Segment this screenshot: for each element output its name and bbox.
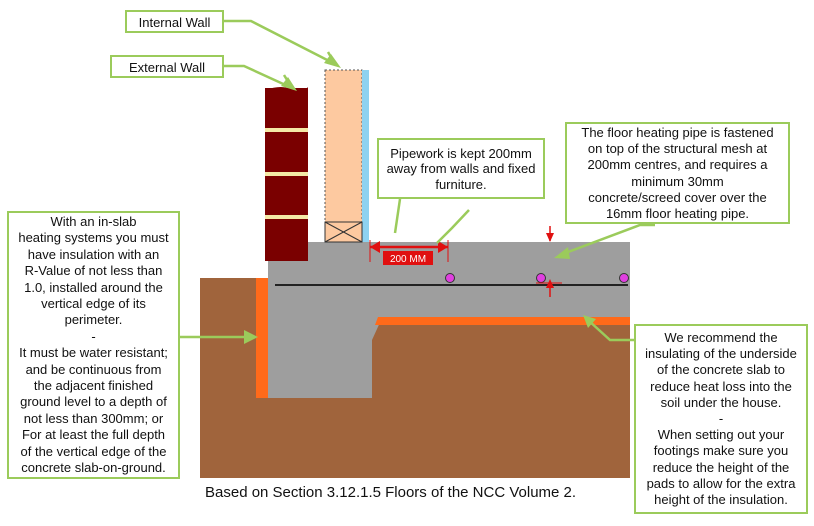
- leader-hook: [282, 74, 294, 89]
- mortar-joint: [265, 215, 308, 219]
- leader-hook: [326, 51, 337, 65]
- bottom-plate-cross: [324, 221, 363, 243]
- underside-insulation-callout: We recommend the insulating of the under…: [634, 324, 808, 514]
- underside-insulation: [382, 317, 630, 325]
- edge-insulation: [256, 278, 268, 398]
- dimension-label-bg: [383, 251, 433, 265]
- dimension-label: 200 MM: [390, 254, 426, 265]
- mortar-joint: [265, 172, 308, 176]
- internal-wall-stud: [324, 69, 363, 243]
- leader-lines: [180, 19, 655, 342]
- underside-insulation-edge: [375, 317, 388, 325]
- diagram-caption: Based on Section 3.12.1.5 Floors of the …: [205, 484, 577, 501]
- brick-wall-break: [265, 87, 308, 93]
- heating-pipe: [445, 273, 455, 283]
- dimension-arrow-right: [438, 241, 448, 253]
- external-wall-label: External Wall: [110, 55, 224, 78]
- cover-arrowhead-top: [546, 233, 554, 242]
- heating-pipe: [536, 273, 546, 283]
- pipework-clearance-callout: Pipework is kept 200mm away from walls a…: [377, 138, 545, 199]
- internal-wall-label: Internal Wall: [125, 10, 224, 33]
- plasterboard: [362, 70, 369, 242]
- floor-heating-pipe-callout: The floor heating pipe is fastened on to…: [565, 122, 790, 224]
- dimension-arrow-left: [370, 241, 380, 253]
- edge-insulation-callout: With an in-slab heating systems you must…: [7, 211, 180, 479]
- mortar-joint: [265, 128, 308, 132]
- heating-pipe: [619, 273, 629, 283]
